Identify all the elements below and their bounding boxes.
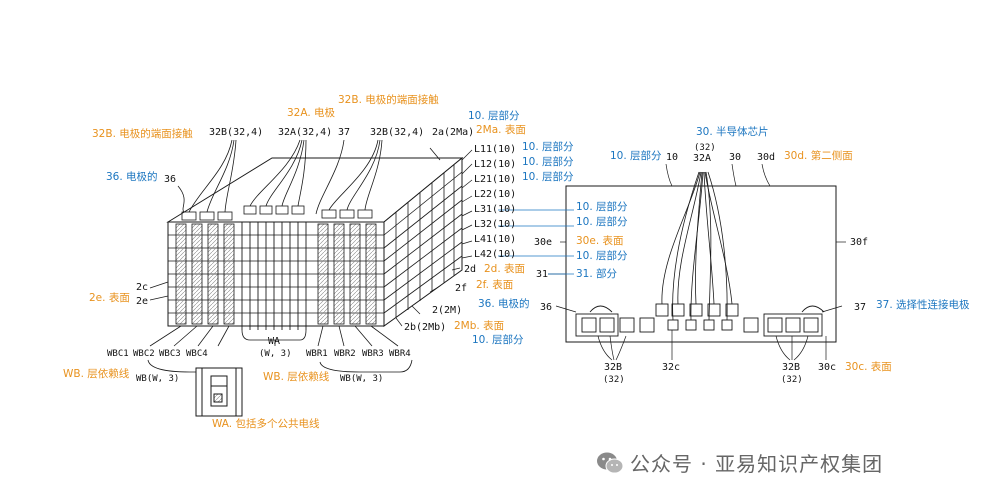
annotation-10-top: 10. 层部分 [468,110,520,122]
annotation-2f: 2f. 表面 [476,279,514,291]
annotation-2e: 2e. 表面 [89,292,130,304]
ref-wb-right: WB(W, 3) [340,374,384,384]
annotation-32b-right: 32B. 电极的端面接触 [338,94,439,106]
wire-wbc4: WBC4 [186,349,208,359]
annotation-10-l31: 10. 层部分 [576,201,628,213]
annotation-36-right: 36. 电极的 [478,298,530,310]
stacked-block-figure [147,139,473,417]
annotation-connectors [498,209,574,275]
annotation-10-bottom: 10. 层部分 [472,334,524,346]
annotation-2d: 2d. 表面 [484,263,526,275]
annotation-10-l22: 10. 层部分 [522,171,574,183]
ref-30-chip: 30 [729,152,742,163]
annotation-10-l12: 10. 层部分 [522,141,574,153]
wire-wbr2: WBR2 [334,349,356,359]
wechat-icon [597,452,624,473]
ref-30c: 30c [818,362,837,373]
ref-32-chip-right: (32) [781,375,803,385]
annotation-wa: WA. 包括多个公共电线 [212,418,320,430]
annotation-30d: 30d. 第二侧面 [784,150,853,162]
layer-l32: L32(10) [474,219,517,230]
ref-36-chip: 36 [540,302,553,313]
right-face-layers [383,165,463,318]
wire-wbc3: WBC3 [159,349,181,359]
annotation-30: 30. 半导体芯片 [696,126,769,138]
ref-32a: 32A(32,4) [278,127,333,138]
left-electrode-columns [175,223,235,325]
layer-l31: L31(10) [474,204,517,215]
ref-31: 31 [536,269,549,280]
annotation-32b-left: 32B. 电极的端面接触 [92,128,193,140]
wire-wbr1: WBR1 [306,349,328,359]
annotation-10-l32: 10. 层部分 [576,216,628,228]
layer-l21: L21(10) [474,174,517,185]
front-face-layers [168,234,384,314]
layer-l12: L12(10) [474,159,517,170]
watermark: 公众号 · 亚易知识产权集团 [596,448,883,477]
layer-l41: L41(10) [474,234,517,245]
ref-36-left: 36 [164,174,177,185]
ref-30e: 30e [534,237,553,248]
ref-32a-chip: 32A [693,153,712,164]
layer-l42: L42(10) [474,249,517,260]
ref-2e: 2e [136,296,149,307]
ref-32b-chip-left: 32B [604,362,623,373]
chip-fanout-wires [661,171,733,321]
ref-32-chip-left: (32) [603,375,625,385]
wire-wbc2: WBC2 [133,349,155,359]
ref-32-chip: (32) [694,143,716,153]
annotation-wb-right: WB. 层依赖线 [263,371,330,383]
wire-wbr4: WBR4 [389,349,411,359]
ref-2d: 2d [464,264,477,275]
ref-2f: 2f [455,283,468,294]
ref-32b-chip-right: 32B [782,362,801,373]
wire-wbr3: WBR3 [362,349,384,359]
annotation-30e: 30e. 表面 [576,235,624,247]
annotation-10-l42: 10. 层部分 [576,250,628,262]
layer-l22: L22(10) [474,189,517,200]
ref-32c: 32c [662,362,681,373]
ref-37-chip: 37 [854,302,867,313]
ref-32b-right: 32B(32,4) [370,127,425,138]
ref-wa: WA [268,336,281,347]
ref-10-chip: 10 [666,152,679,163]
ref-2-2m: 2(2M) [432,305,463,316]
annotation-2mb: 2Mb. 表面 [454,320,505,332]
ref-wa-sub: (W, 3) [259,349,292,359]
layer-l11: L11(10) [474,144,517,155]
wa-inset [195,367,243,417]
annotation-2ma: 2Ma. 表面 [476,124,526,136]
bottom-lead-lines [147,325,413,380]
ref-wb-left: WB(W, 3) [136,374,180,384]
wire-wbc1: WBC1 [107,349,129,359]
ref-32b-left: 32B(32,4) [209,127,264,138]
annotation-32a: 32A. 电极 [287,107,336,119]
ref-2c: 2c [136,282,149,293]
annotation-10-chip: 10. 层部分 [610,150,662,162]
ref-2b: 2b(2Mb) [404,322,447,333]
chip-figure [548,163,846,361]
ref-30f: 30f [850,237,869,248]
ref-30d: 30d [757,152,776,163]
right-electrode-columns [317,223,377,325]
annotation-37: 37. 选择性连接电极 [876,299,970,311]
ref-37: 37 [338,127,351,138]
common-wires-wa [241,222,307,330]
annotation-10-l21: 10. 层部分 [522,156,574,168]
annotation-31: 31. 部分 [576,268,618,280]
watermark-text: 公众号 · 亚易知识产权集团 [630,452,884,476]
layer-leader-lines [149,149,473,327]
top-lead-lines [177,139,441,215]
annotation-30c: 30c. 表面 [845,361,892,373]
annotation-36-left: 36. 电极的 [106,171,158,183]
ref-2a: 2a(2Ma) [432,127,475,138]
annotation-wb-left: WB. 层依赖线 [63,368,130,380]
